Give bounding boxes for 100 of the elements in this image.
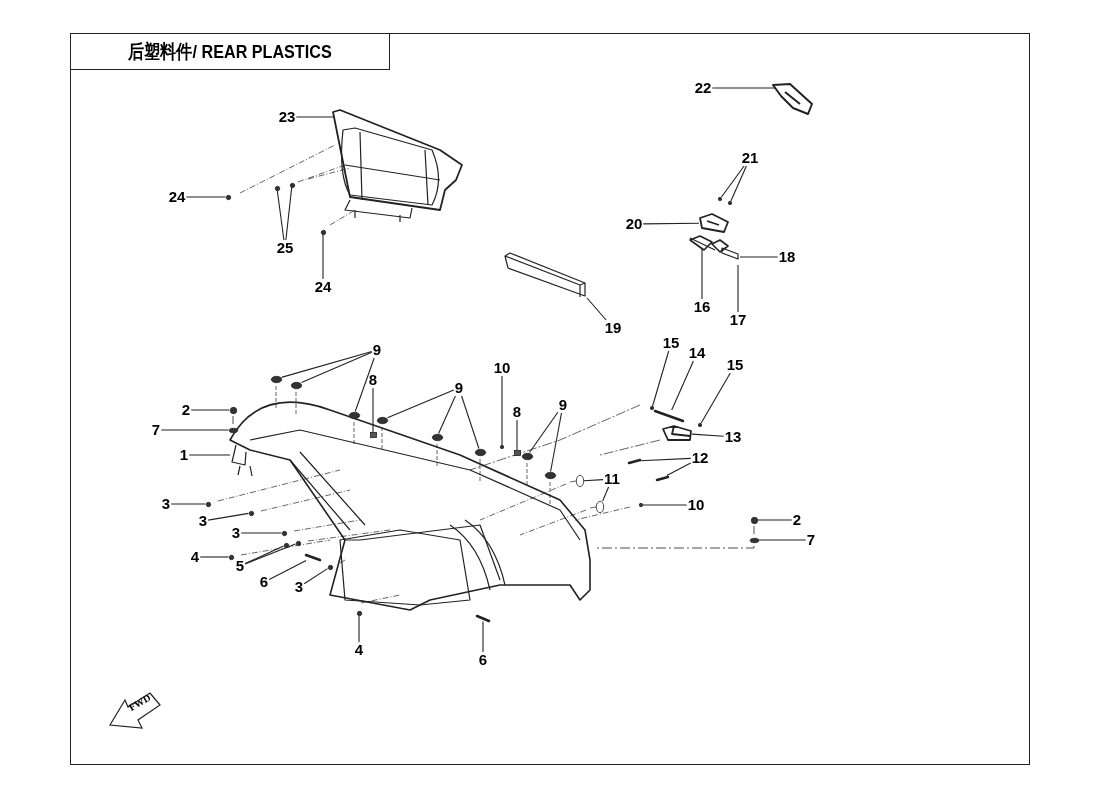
pin bbox=[476, 614, 490, 622]
callout-number: 10 bbox=[492, 360, 512, 376]
bolt-head bbox=[320, 229, 326, 235]
leader-line bbox=[386, 389, 455, 419]
fastener-dot bbox=[500, 445, 504, 449]
direction-label: FWD bbox=[126, 691, 153, 714]
leader-line bbox=[358, 614, 360, 643]
nut bbox=[228, 554, 234, 560]
callout-number: 3 bbox=[160, 496, 172, 512]
grommet bbox=[270, 375, 282, 383]
callout-number: 2 bbox=[791, 512, 803, 528]
leader-line bbox=[295, 116, 334, 118]
fastener-dot bbox=[718, 197, 722, 201]
leader-line bbox=[671, 360, 694, 411]
leader-line bbox=[737, 264, 739, 313]
callout-number: 5 bbox=[234, 558, 246, 574]
leader-line bbox=[300, 351, 373, 384]
nut bbox=[295, 540, 301, 546]
leader-line bbox=[160, 429, 230, 431]
callout-number: 9 bbox=[453, 380, 465, 396]
grommet bbox=[544, 471, 556, 479]
leader-line bbox=[372, 387, 374, 433]
title: 后塑料件/ REAR PLASTICS bbox=[128, 39, 332, 64]
grommet bbox=[376, 416, 388, 424]
fastener-dot bbox=[728, 201, 732, 205]
leader-line bbox=[244, 543, 297, 565]
callout-number: 6 bbox=[477, 652, 489, 668]
nut bbox=[356, 610, 362, 616]
leader-line bbox=[322, 233, 324, 280]
callout-number: 22 bbox=[693, 80, 713, 96]
leader-line bbox=[757, 539, 807, 541]
callout-number: 3 bbox=[293, 579, 305, 595]
leader-line bbox=[700, 372, 731, 424]
leader-line bbox=[516, 419, 518, 451]
leader-line bbox=[268, 559, 307, 580]
leader-line bbox=[639, 457, 692, 462]
leader-line bbox=[188, 454, 231, 456]
leader-line bbox=[642, 504, 688, 506]
callout-number: 16 bbox=[692, 299, 712, 315]
callout-number: 6 bbox=[258, 574, 270, 590]
bracket bbox=[662, 425, 692, 441]
fastener-dot bbox=[650, 406, 654, 410]
leader-line bbox=[190, 409, 231, 411]
washer bbox=[749, 537, 759, 543]
callout-number: 24 bbox=[167, 189, 187, 205]
leader-line bbox=[501, 375, 503, 446]
leader-line bbox=[240, 532, 283, 534]
callout-number: 7 bbox=[805, 532, 817, 548]
bolt-head bbox=[205, 501, 211, 507]
leader-line bbox=[583, 479, 604, 482]
bolt-head bbox=[327, 564, 333, 570]
leader-line bbox=[711, 87, 776, 89]
grommet bbox=[521, 452, 533, 460]
callout-number: 17 bbox=[728, 312, 748, 328]
leader-line bbox=[207, 512, 250, 521]
callout-number: 24 bbox=[313, 279, 333, 295]
callout-number: 9 bbox=[557, 397, 569, 413]
leader-line bbox=[303, 568, 329, 585]
nut bbox=[283, 542, 289, 548]
callout-number: 18 bbox=[777, 249, 797, 265]
leader-line bbox=[756, 519, 793, 521]
callout-number: 2 bbox=[180, 402, 192, 418]
callout-number: 11 bbox=[603, 471, 621, 487]
leader-line bbox=[170, 503, 207, 505]
leader-line bbox=[185, 196, 227, 198]
callout-number: 15 bbox=[661, 335, 681, 351]
callout-number: 25 bbox=[275, 240, 295, 256]
leader-line bbox=[550, 412, 563, 473]
leader-line bbox=[602, 486, 610, 502]
latch bbox=[699, 213, 729, 233]
leader-line bbox=[720, 165, 745, 198]
callout-number: 1 bbox=[178, 447, 190, 463]
callout-number: 8 bbox=[511, 404, 523, 420]
callout-number: 3 bbox=[197, 513, 209, 529]
callout-number: 4 bbox=[189, 549, 201, 565]
callout-number: 3 bbox=[230, 525, 242, 541]
leader-line bbox=[199, 556, 230, 558]
grommet bbox=[348, 411, 360, 419]
bolt bbox=[655, 475, 669, 481]
callout-number: 4 bbox=[353, 642, 365, 658]
leader-line bbox=[461, 395, 480, 450]
leader-line bbox=[528, 411, 559, 454]
pin bbox=[305, 553, 321, 561]
callout-number: 10 bbox=[686, 497, 706, 513]
clip bbox=[513, 450, 521, 456]
callout-number: 19 bbox=[603, 320, 623, 336]
rod bbox=[654, 410, 684, 422]
leader-line bbox=[354, 357, 375, 413]
spacer bbox=[576, 475, 584, 487]
fastener-dot bbox=[639, 503, 643, 507]
leader-line bbox=[666, 462, 692, 477]
leader-line bbox=[285, 186, 293, 241]
leader-line bbox=[691, 433, 725, 437]
bolt-head bbox=[225, 194, 231, 200]
nut bbox=[289, 182, 295, 188]
nut bbox=[274, 185, 280, 191]
washer bbox=[228, 427, 238, 433]
callout-number: 15 bbox=[725, 357, 745, 373]
leader-line bbox=[739, 256, 779, 258]
leader-line bbox=[730, 165, 747, 202]
